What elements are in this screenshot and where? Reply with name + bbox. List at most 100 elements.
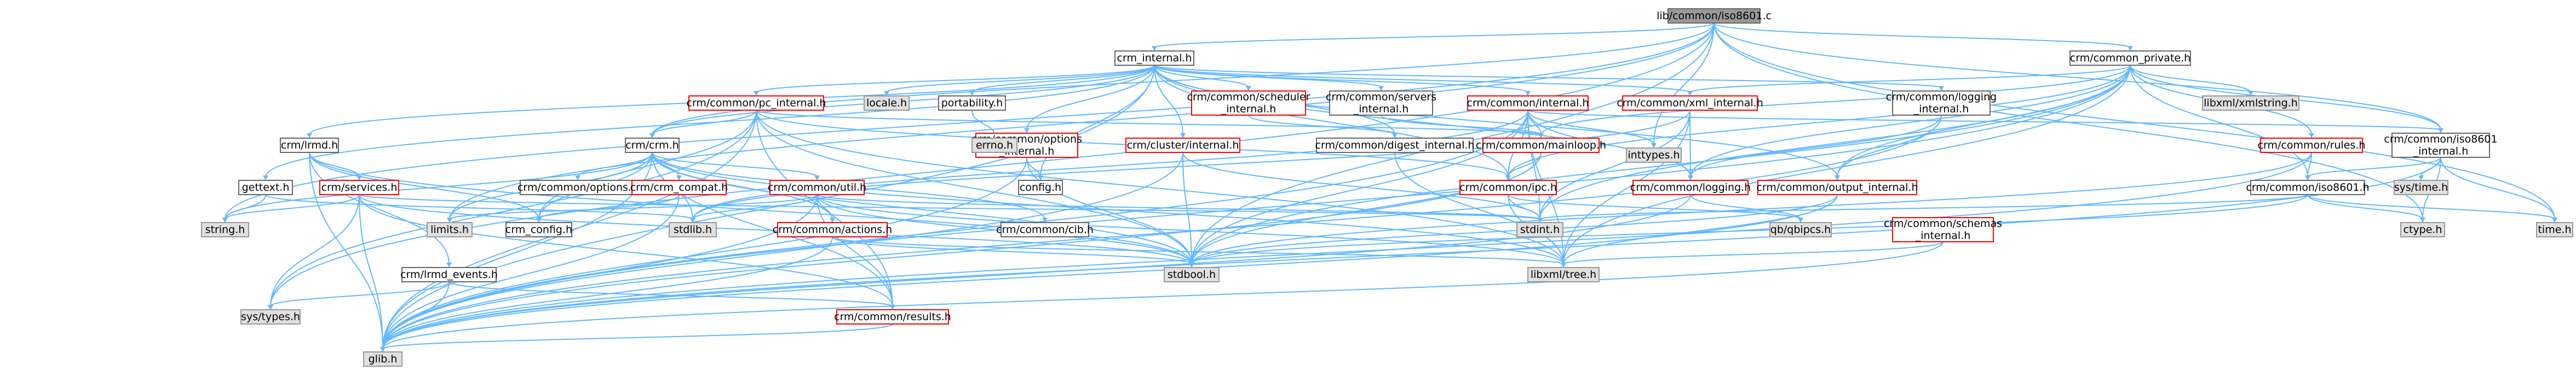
edge-xml_internal-to-stdint xyxy=(1539,110,1691,220)
node-label: gettext.h xyxy=(242,181,290,194)
node-limits[interactable]: limits.h xyxy=(427,222,473,237)
node-ipc[interactable]: crm/common/ipc.h xyxy=(1459,180,1557,195)
node-crm_internal[interactable]: crm_internal.h xyxy=(1114,50,1194,66)
node-servers_internal[interactable]: crm/common/servers_internal.h xyxy=(1326,90,1436,116)
edge-arrowhead xyxy=(1688,175,1693,180)
node-pc_internal[interactable]: crm/common/pc_internal.h xyxy=(687,95,826,111)
edge-arrowhead xyxy=(1687,91,1693,96)
edge-crm_lrmd-to-glib xyxy=(309,152,383,349)
node-cmn_internal[interactable]: crm/common/internal.h xyxy=(1467,95,1589,111)
node-crm_config[interactable]: crm_config.h xyxy=(505,222,572,237)
edge-cmn_util-to-libxml_tree xyxy=(817,194,1564,265)
edge-gettext-to-stdlib xyxy=(265,194,693,220)
node-cib[interactable]: crm/common/cib.h xyxy=(996,222,1094,237)
node-libxml_tree[interactable]: libxml/tree.h xyxy=(1527,267,1600,282)
node-glib[interactable]: glib.h xyxy=(363,351,403,367)
node-label: crm/cluster/internal.h xyxy=(1127,139,1239,151)
node-gettext[interactable]: gettext.h xyxy=(238,180,293,195)
node-portability[interactable]: portability.h xyxy=(938,95,1006,111)
node-label: crm/common/pc_internal.h xyxy=(687,97,826,109)
node-label: crm/common/util.h xyxy=(768,181,866,194)
node-output_internal[interactable]: crm/common/output_internal.h xyxy=(1756,180,1918,195)
node-iso8601[interactable]: crm/common/iso8601.h xyxy=(2246,180,2370,195)
node-label: libxml/xmlstring.h xyxy=(2204,97,2298,109)
node-logging[interactable]: crm/common/logging.h xyxy=(1630,180,1751,195)
node-box xyxy=(1668,8,1761,24)
node-schemas_internal[interactable]: crm/common/schemas_internal.h xyxy=(1884,217,2002,242)
node-digest_internal[interactable]: crm/common/digest_internal.h xyxy=(1315,138,1475,153)
node-sys_types[interactable]: sys/types.h xyxy=(240,309,301,325)
node-results[interactable]: crm/common/results.h xyxy=(834,309,951,325)
node-mainloop[interactable]: crm/common/mainloop.h xyxy=(1476,138,1606,153)
edge-crm_internal-to-output_internal xyxy=(1154,65,1838,178)
node-cmn_private[interactable]: crm/common_private.h xyxy=(2069,50,2191,66)
edge-cmn_internal-to-iso8601_internal xyxy=(1527,110,2441,130)
node-stdlib[interactable]: stdlib.h xyxy=(669,222,717,237)
node-qb_ipcs[interactable]: qb/qbipcs.h xyxy=(1769,222,1832,237)
edge-cmn_private-to-logging xyxy=(1690,65,2131,178)
node-sched_internal[interactable]: crm/common/scheduler_internal.h xyxy=(1187,90,1310,116)
edge-arrowhead xyxy=(1246,86,1251,91)
edge-iso8601_internal-to-iso8601 xyxy=(2307,157,2441,178)
node-box xyxy=(1316,138,1474,153)
node-logging_internal[interactable]: crm/common/logging_internal.h xyxy=(1886,90,1997,116)
edge-arrowhead xyxy=(2420,218,2425,223)
node-lrmd_events[interactable]: crm/lrmd_events.h xyxy=(400,267,498,282)
node-string[interactable]: string.h xyxy=(201,222,249,237)
node-root[interactable]: lib/common/iso8601.c xyxy=(1657,8,1772,24)
node-box xyxy=(1329,90,1433,116)
node-sys_time[interactable]: sys/time.h xyxy=(2394,180,2448,195)
node-box xyxy=(971,138,1017,153)
node-cluster_internal[interactable]: crm/cluster/internal.h xyxy=(1125,138,1240,153)
edge-iso8601-to-time xyxy=(2307,194,2555,220)
node-label: errno.h xyxy=(976,139,1013,151)
node-xml_internal[interactable]: crm/common/xml_internal.h xyxy=(1617,95,1763,111)
node-stdint[interactable]: stdint.h xyxy=(1516,222,1563,237)
edge-root-to-cmn_private xyxy=(1714,22,2131,48)
node-inttypes[interactable]: inttypes.h xyxy=(1626,147,1682,163)
node-crm_compat[interactable]: crm/crm_compat.h xyxy=(630,180,728,195)
edge-output_internal-to-stdbool xyxy=(1191,194,1838,265)
node-box xyxy=(427,222,473,237)
node-label: lib/common/iso8601.c xyxy=(1657,10,1772,22)
node-label: crm/lrmd_events.h xyxy=(400,269,498,281)
edge-cmn_private-to-ipc xyxy=(1508,65,2131,178)
node-box xyxy=(1769,222,1832,237)
edge-cmn_internal-to-inttypes xyxy=(1527,110,1654,145)
node-cmn_options[interactable]: crm/common/options.h xyxy=(518,180,638,195)
node-locale[interactable]: locale.h xyxy=(864,95,910,111)
edge-mainloop-to-stdbool xyxy=(1191,152,1542,265)
node-crm_h[interactable]: crm/crm.h xyxy=(625,138,680,153)
node-ctype[interactable]: ctype.h xyxy=(2400,222,2445,237)
node-config[interactable]: config.h xyxy=(1018,180,1063,195)
node-rules[interactable]: crm/common/rules.h xyxy=(2258,138,2366,153)
node-label: crm/common/iso8601.h xyxy=(2246,181,2369,194)
node-services[interactable]: crm/services.h xyxy=(319,180,399,195)
node-box xyxy=(1632,180,1749,195)
node-cmn_util[interactable]: crm/common/util.h xyxy=(768,180,866,195)
edge-options_internal-to-stdbool xyxy=(1026,157,1192,265)
edge-cmn_util-to-results xyxy=(817,194,893,307)
node-label: config.h xyxy=(1020,181,1061,194)
node-errno[interactable]: errno.h xyxy=(971,138,1017,153)
node-crm_lrmd[interactable]: crm/lrmd.h xyxy=(280,138,339,153)
node-label: portability.h xyxy=(941,97,1003,109)
edge-arrowhead xyxy=(263,175,268,180)
edge-crm_h-to-cmn_options xyxy=(577,152,653,178)
edge-ipc-to-qb_ipcs xyxy=(1508,194,1801,220)
edge-crm_lrmd-to-lrmd_events xyxy=(309,152,450,265)
node-libxml_xmlstring[interactable]: libxml/xmlstring.h xyxy=(2202,95,2299,111)
edge-cmn_private-to-libxml_xmlstring xyxy=(2130,65,2251,93)
graph-edges xyxy=(222,22,2557,352)
node-actions[interactable]: crm/common/actions.h xyxy=(773,222,892,237)
node-box xyxy=(625,138,680,153)
node-box xyxy=(319,180,399,195)
node-iso8601_internal[interactable]: crm/common/iso8601_internal.h xyxy=(2384,133,2498,158)
edge-arrowhead xyxy=(969,91,975,96)
node-time[interactable]: time.h xyxy=(2536,222,2573,237)
edge-cmn_util-to-stdint xyxy=(817,194,1540,220)
edge-arrowhead xyxy=(446,263,452,268)
node-options_internal[interactable]: crm/common/options_internal.h xyxy=(971,133,1082,158)
node-stdbool[interactable]: stdbool.h xyxy=(1164,267,1220,282)
node-label: locale.h xyxy=(866,97,907,109)
